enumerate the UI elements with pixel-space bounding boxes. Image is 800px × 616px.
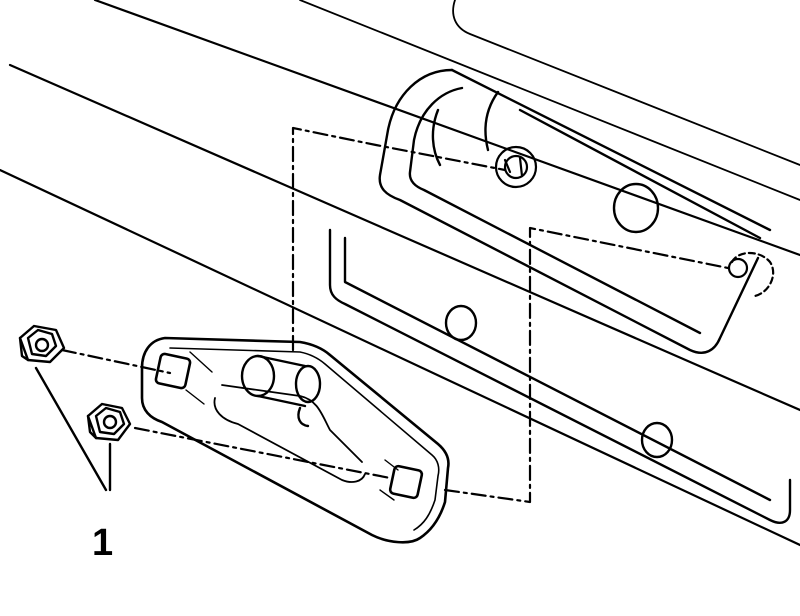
frame-rail [0, 0, 800, 547]
alignment-lines [60, 126, 730, 504]
bracket-pin [240, 354, 322, 428]
callout-leaders [34, 366, 112, 492]
nut-lower [86, 402, 132, 442]
frame-bracket [328, 68, 792, 524]
callout-number-1: 1 [92, 522, 114, 564]
bracket-plate [140, 336, 450, 544]
nut-upper [18, 324, 66, 364]
frame-stud-upper [494, 145, 538, 189]
